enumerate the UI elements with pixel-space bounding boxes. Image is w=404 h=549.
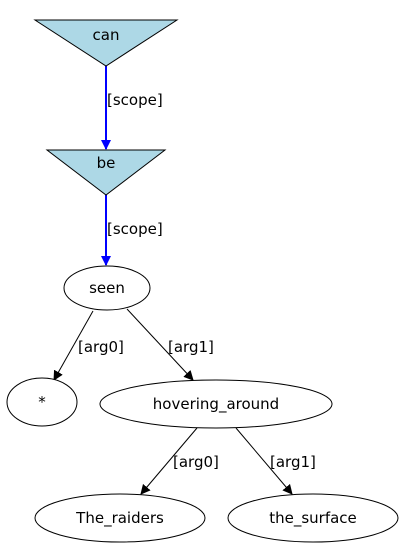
node-hovering-around-label: hovering_around: [153, 395, 279, 414]
node-the-raiders-shape: [34, 493, 206, 543]
edge-line-hovering-raiders: [140, 427, 198, 495]
edge-seen-star: [arg0]: [53, 310, 124, 381]
edge-be-seen: [scope]: [101, 195, 163, 266]
node-be-label: be: [97, 154, 116, 172]
edge-hovering-raiders: [arg0]: [140, 427, 219, 495]
edge-label-be-seen: [scope]: [107, 220, 163, 238]
edge-label-hovering-raiders: [arg0]: [173, 453, 219, 471]
node-the-surface-shape: [227, 493, 399, 543]
node-can-shape: [33, 19, 179, 67]
node-seen-shape: [63, 265, 151, 311]
edge-label-seen-hovering: [arg1]: [168, 338, 214, 356]
node-hovering-around: hovering_around: [99, 379, 333, 429]
node-can: can: [33, 19, 179, 67]
node-seen-label: seen: [89, 279, 125, 297]
node-the-surface-label: the_surface: [269, 509, 357, 528]
node-star-label: *: [38, 393, 46, 411]
edge-label-seen-star: [arg0]: [78, 338, 124, 356]
node-star-shape: [6, 377, 78, 427]
edge-line-seen-star: [53, 310, 94, 381]
edge-line-seen-hovering: [126, 308, 194, 381]
edge-hovering-surface: [arg1]: [235, 427, 316, 495]
node-be-shape: [45, 149, 167, 196]
node-the-raiders-label: The_raiders: [75, 509, 164, 528]
node-be: be: [45, 149, 167, 196]
edge-label-can-be: [scope]: [107, 91, 163, 109]
node-star: *: [6, 377, 78, 427]
node-can-label: can: [93, 26, 120, 44]
edge-can-be: [scope]: [101, 66, 163, 150]
edge-label-hovering-surface: [arg1]: [270, 453, 316, 471]
node-seen: seen: [63, 265, 151, 311]
node-the-raiders: The_raiders: [34, 493, 206, 543]
node-the-surface: the_surface: [227, 493, 399, 543]
edge-seen-hovering: [arg1]: [126, 308, 214, 381]
edge-line-hovering-surface: [235, 427, 293, 495]
node-hovering-around-shape: [99, 379, 333, 429]
